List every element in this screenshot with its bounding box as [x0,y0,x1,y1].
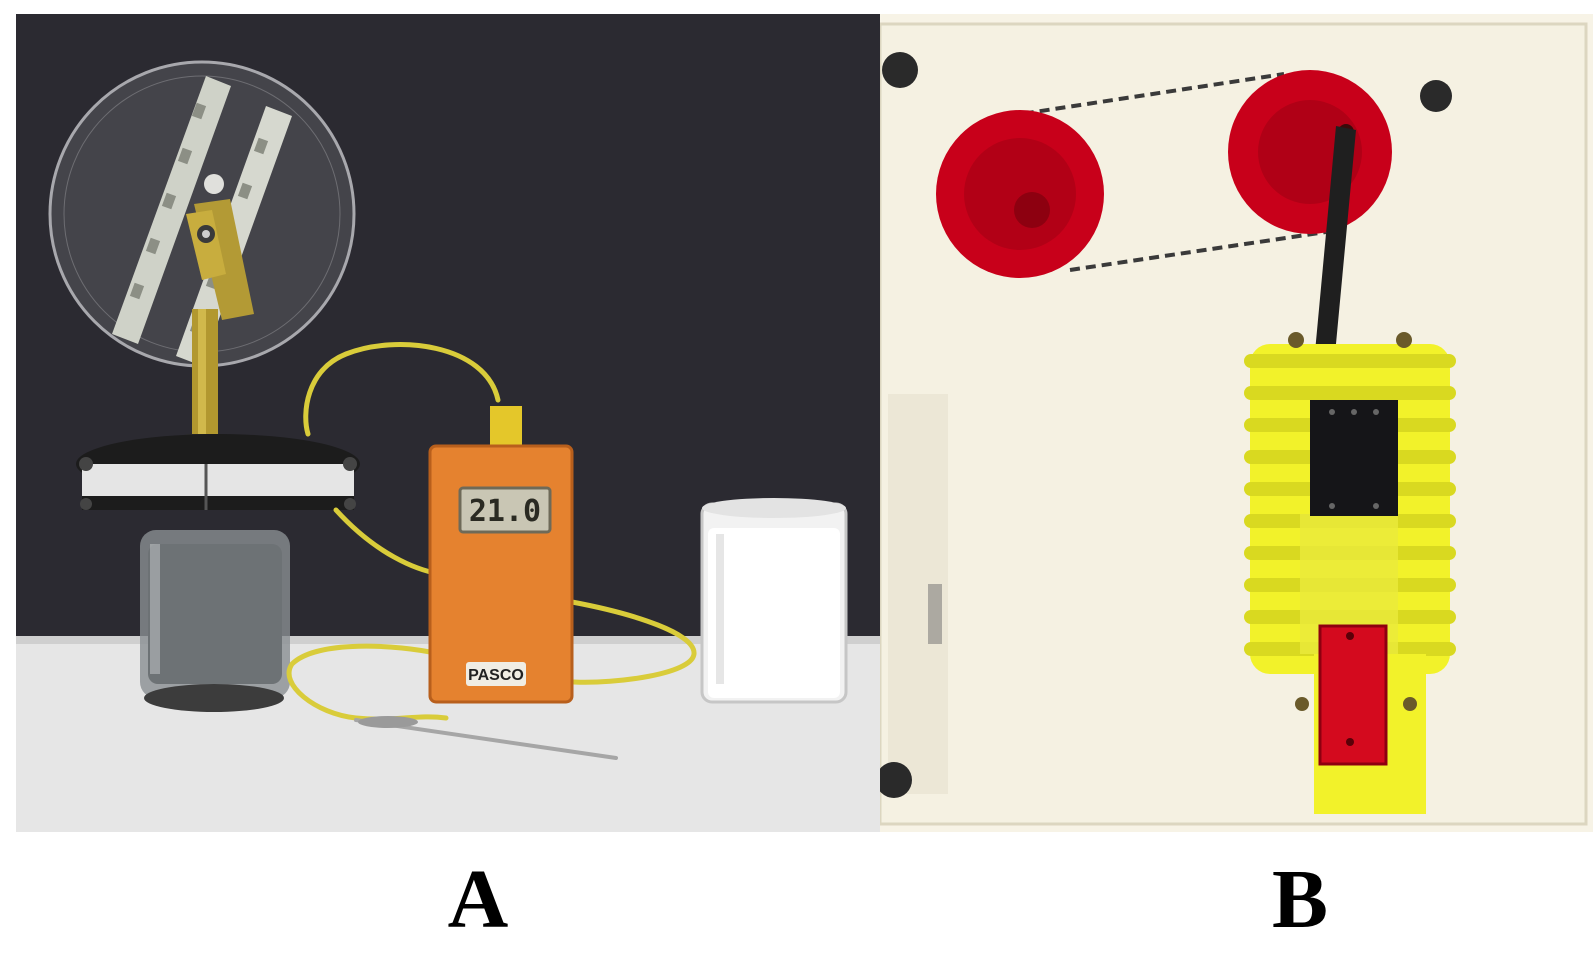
bellows-screws [1288,332,1417,711]
photo-a-scene: 21.0 PASCO [16,14,880,832]
photo-b-scene [880,14,1593,832]
panel-b-label: B [1271,853,1329,946]
mounting-screws [880,52,1452,798]
drive-belt [1007,72,1327,272]
piston-block [1310,400,1398,516]
engine-platform [76,434,360,510]
piston-bolts [1329,409,1379,509]
glass-jar [140,530,290,712]
red-block-screw-top [1346,632,1354,640]
meter-brand-label: PASCO [468,667,524,684]
photo-panel-a: 21.0 PASCO [16,14,880,832]
thermometer-reading: 21.0 [469,494,541,529]
board-label-strip [928,584,942,644]
panel-a-label: A [447,853,509,946]
connecting-rod [1310,126,1356,408]
thermocouple-plug [490,406,522,450]
digital-thermometer: 21.0 PASCO [428,444,574,704]
meter-brand-badge [466,662,526,686]
red-block-screw-bottom [1346,738,1354,746]
thermometer-display [458,486,552,534]
temperature-probe [354,716,618,760]
brass-rod-highlight [198,309,206,459]
brass-crank [186,174,254,320]
ice-beaker [700,498,848,704]
right-pulley [1228,70,1392,234]
left-pulley [936,110,1104,278]
photo-panel-b [880,14,1593,832]
